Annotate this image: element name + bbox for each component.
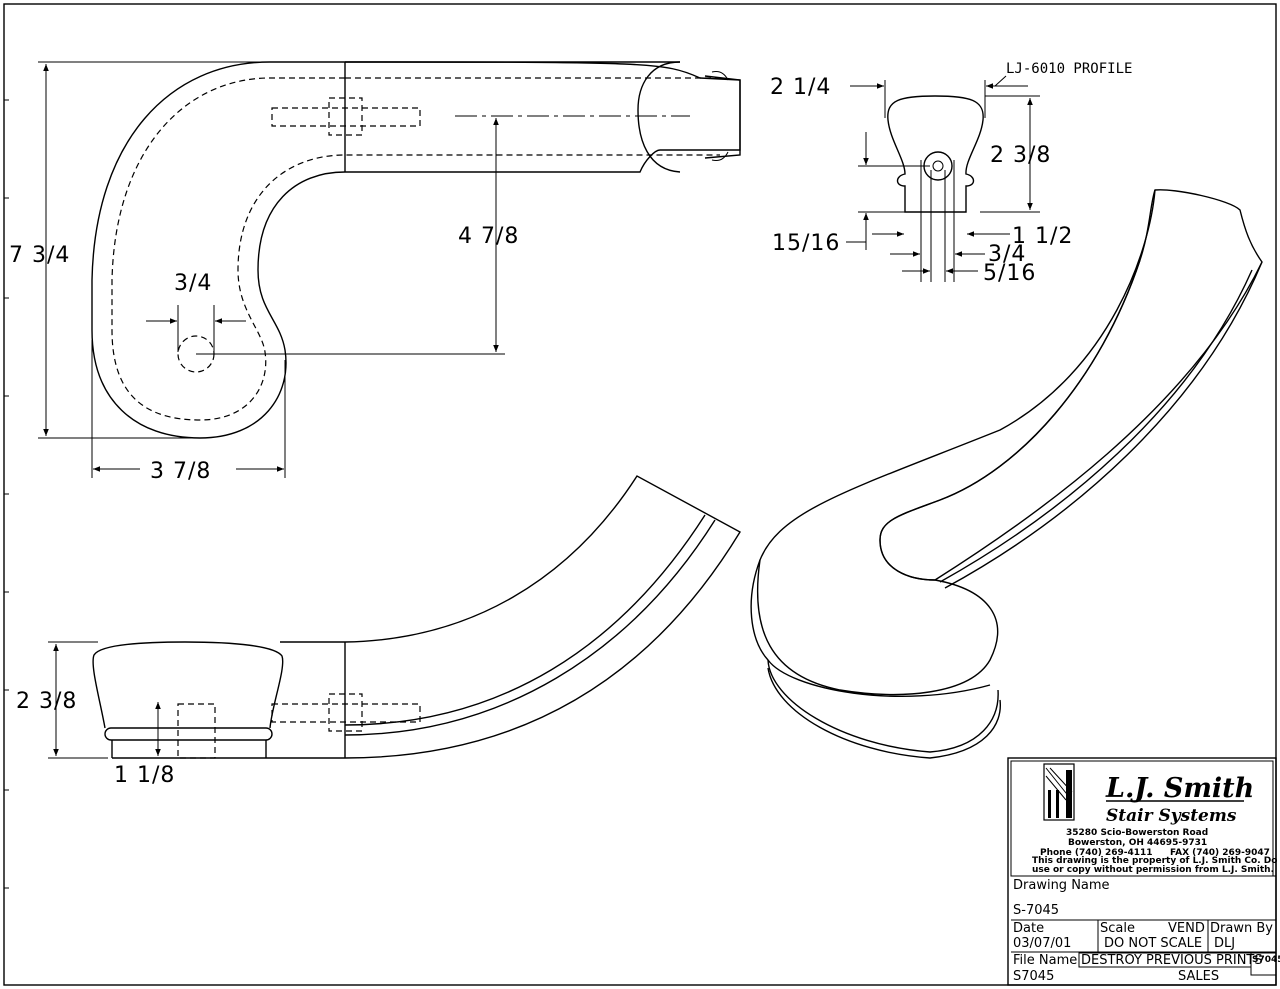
iso-view	[750, 189, 1263, 759]
dim-profile-width: 2 1/4	[770, 75, 831, 100]
company-sub: Stair Systems	[1106, 806, 1237, 826]
top-view: 7 3/4 4 7/8 3/4 3 7/8	[9, 61, 741, 484]
drawing-name: S-7045	[1013, 903, 1059, 918]
dim-profile-3-4: 3/4	[988, 242, 1026, 267]
company-name: L.J. Smith	[1105, 773, 1254, 804]
notice-1: This drawing is the property of L.J. Smi…	[1032, 856, 1280, 866]
fax: FAX (740) 269-9047	[1170, 848, 1270, 858]
drawn-by: DLJ	[1214, 936, 1235, 951]
file-name-label: File Name	[1013, 953, 1077, 968]
border-ticks	[4, 99, 9, 889]
company-logo-icon	[1043, 763, 1075, 821]
dim-profile-1-1-2: 1 1/2	[1012, 224, 1073, 249]
scale-label: Scale	[1100, 921, 1135, 936]
file-name: S7045	[1013, 969, 1054, 984]
side-view: 2 3/8 1 1/8	[16, 475, 741, 788]
title-block: L.J. Smith Stair Systems 35280 Scio-Bowe…	[1007, 757, 1280, 986]
dim-hole: 3/4	[174, 271, 212, 296]
dim-offset: 4 7/8	[458, 224, 519, 249]
top-view-hidden-path	[111, 77, 720, 421]
scale: DO NOT SCALE	[1104, 936, 1202, 951]
drawn-by-label: Drawn By	[1210, 921, 1273, 936]
destroy-notice: DESTROY PREVIOUS PRINTS	[1081, 953, 1263, 968]
address-2: Bowerston, OH 44695-9731	[1068, 838, 1207, 848]
dim-width: 3 7/8	[150, 459, 211, 484]
dim-side-height: 2 3/8	[16, 689, 77, 714]
dim-profile-5-16: 5/16	[983, 261, 1036, 286]
stamp: S7045	[1252, 955, 1280, 965]
address-1: 35280 Scio-Bowerston Road	[1066, 828, 1208, 838]
sales: SALES	[1178, 969, 1219, 984]
vend: VEND	[1168, 921, 1205, 936]
profile-view: LJ-6010 PROFILE 2 1/4 2 3/8 15/16 1 1/2	[770, 61, 1132, 286]
dim-profile-height: 2 3/8	[990, 143, 1051, 168]
profile-label: LJ-6010 PROFILE	[1006, 61, 1132, 77]
top-view-outline	[91, 61, 741, 439]
date-label: Date	[1013, 921, 1044, 936]
notice-2: use or copy without permission from L.J.…	[1032, 865, 1274, 875]
drawing-name-label: Drawing Name	[1013, 878, 1110, 893]
dim-profile-base: 15/16	[772, 231, 840, 256]
date: 03/07/01	[1013, 936, 1071, 951]
phone: Phone (740) 269-4111	[1040, 848, 1153, 858]
dim-side-bolt: 1 1/8	[114, 763, 175, 788]
dim-overall-height: 7 3/4	[9, 243, 70, 268]
